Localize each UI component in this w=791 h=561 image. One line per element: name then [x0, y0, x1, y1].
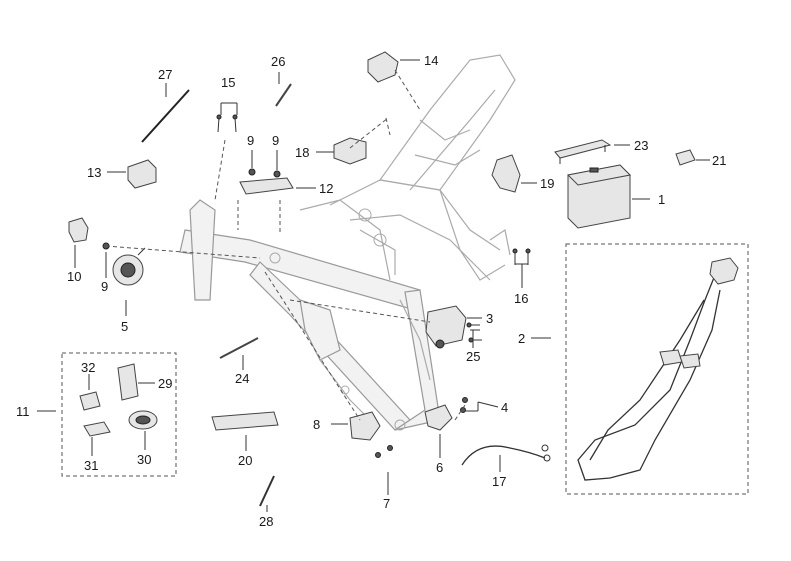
callout-23: 23 [634, 138, 648, 153]
bolt-9-a [248, 168, 256, 176]
sensor-8-part [349, 411, 381, 441]
callout-18: 18 [295, 145, 309, 160]
callout-28: 28 [259, 514, 273, 529]
callout-15: 15 [221, 75, 235, 90]
rod-27-part [141, 89, 190, 143]
callout-5: 5 [121, 319, 128, 334]
callout-31: 31 [84, 458, 98, 473]
relay-box-18-part [333, 137, 367, 165]
bracket-19-part [491, 154, 521, 193]
battery-part [566, 164, 632, 229]
callout-19: 19 [540, 176, 554, 191]
callout-13: 13 [87, 165, 101, 180]
callout-24: 24 [235, 371, 249, 386]
harness-group-box [565, 243, 749, 495]
callout-9-b: 9 [272, 133, 279, 148]
motorcycle-frame [179, 54, 516, 431]
callout-10: 10 [67, 269, 81, 284]
callout-9-c: 9 [101, 279, 108, 294]
switch-6-part [424, 404, 453, 431]
cover-20-part [211, 411, 279, 431]
sensor-group-box [61, 352, 177, 477]
callout-16: 16 [514, 291, 528, 306]
callout-14: 14 [424, 53, 438, 68]
module-3-part [425, 305, 467, 349]
callout-11: 11 [16, 404, 30, 419]
callout-7: 7 [383, 496, 390, 511]
callout-8: 8 [313, 417, 320, 432]
callout-4: 4 [501, 400, 508, 415]
callout-21: 21 [712, 153, 726, 168]
callout-1: 1 [658, 192, 665, 207]
wiring-harness-2-part [577, 257, 739, 481]
callout-12: 12 [319, 181, 333, 196]
callout-26: 26 [271, 54, 285, 69]
leader-lines [37, 59, 710, 512]
cable-tie-24-part [219, 337, 259, 359]
connector-14-part [367, 51, 399, 83]
screws-16-part [512, 248, 531, 265]
screw-7-a [375, 452, 381, 458]
ground-wire-17-part [461, 444, 551, 466]
callout-25: 25 [466, 349, 480, 364]
cable-tie-26-part [275, 83, 292, 107]
callout-2: 2 [518, 331, 525, 346]
battery-strap-part [554, 139, 612, 164]
callout-17: 17 [492, 474, 506, 489]
callout-labels: 1 2 3 4 5 6 7 8 9 9 9 10 11 12 13 14 15 … [16, 53, 726, 529]
cable-tie-28-part [259, 475, 275, 507]
callout-3: 3 [486, 311, 493, 326]
callout-29: 29 [158, 376, 172, 391]
callout-27: 27 [158, 67, 172, 82]
callout-9-a: 9 [247, 133, 254, 148]
screws-25-part [466, 322, 482, 343]
group-11-parts [79, 363, 158, 437]
bracket-12-part [239, 177, 294, 195]
horn-part [112, 247, 146, 286]
relay-21-part [675, 149, 696, 166]
callout-30: 30 [137, 452, 151, 467]
bolt-9-b [273, 170, 281, 178]
callout-32: 32 [81, 360, 95, 375]
callout-20: 20 [238, 453, 252, 468]
relay-10-part [68, 217, 89, 243]
screws-15-part [216, 114, 238, 133]
screw-4-a [462, 397, 468, 403]
connector-13-part [127, 159, 157, 189]
callout-6: 6 [436, 460, 443, 475]
screw-7-b [387, 445, 393, 451]
